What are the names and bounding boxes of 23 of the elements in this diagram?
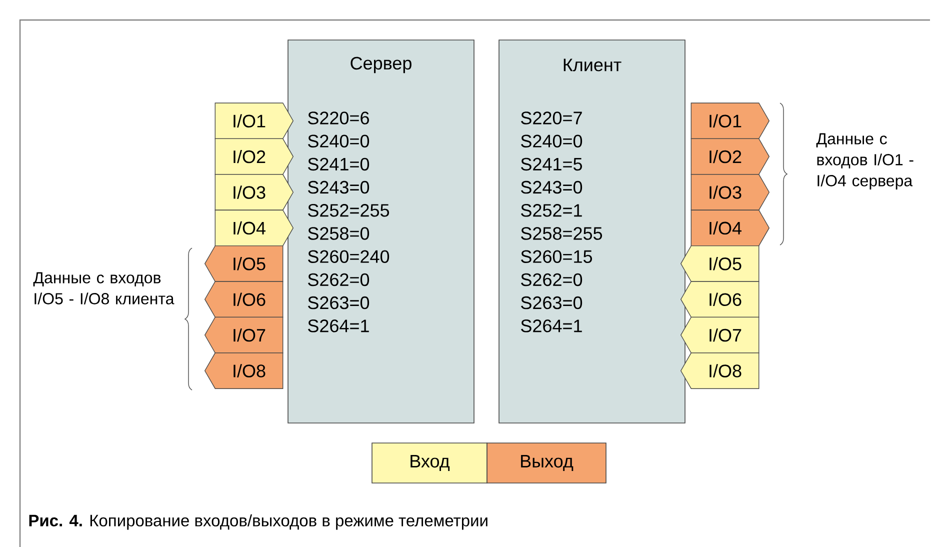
signal-tag: I/O6	[680, 281, 760, 318]
caption: Рис. 4. Копирование входов/выходов в режиме телеметрии	[29, 514, 488, 530]
signal-tag: I/O2	[690, 138, 770, 175]
signal-tag: I/O7	[680, 316, 760, 354]
signal-tag: I/O8	[204, 352, 284, 389]
legend-item: Вход	[372, 442, 488, 484]
signal-tag: I/O1	[690, 102, 770, 140]
signal-tag: I/O4	[214, 210, 294, 246]
note-text: Данные с входов I/O1 - I/O4 сервера	[816, 133, 914, 190]
signal-tag: I/O4	[690, 210, 770, 246]
signal-tag: I/O7	[204, 316, 284, 354]
signal-tag: I/O3	[214, 174, 294, 210]
signal-tag: I/O1	[214, 102, 294, 140]
note-text: Данные с входов I/O5 - I/O8 клиента	[33, 272, 174, 304]
device-box: Клиент S220=7 S240=0 S241=5 S243=0 S252=1 S258=255 S260=15 S262=0 S263=0 S264=1	[498, 40, 686, 424]
signal-tag: I/O5	[680, 245, 760, 282]
signal-tag: I/O8	[680, 352, 760, 389]
device-box: Сервер S220=6 S240=0 S241=0 S243=0 S252=255 S258=0 S260=240 S262=0 S263=0 S264=1	[288, 40, 474, 424]
signal-tag: I/O3	[690, 174, 770, 210]
signal-tag: I/O5	[204, 245, 284, 282]
legend-item: Выход	[486, 442, 606, 484]
signal-tag: I/O2	[214, 138, 294, 175]
signal-tag: I/O6	[204, 281, 284, 318]
